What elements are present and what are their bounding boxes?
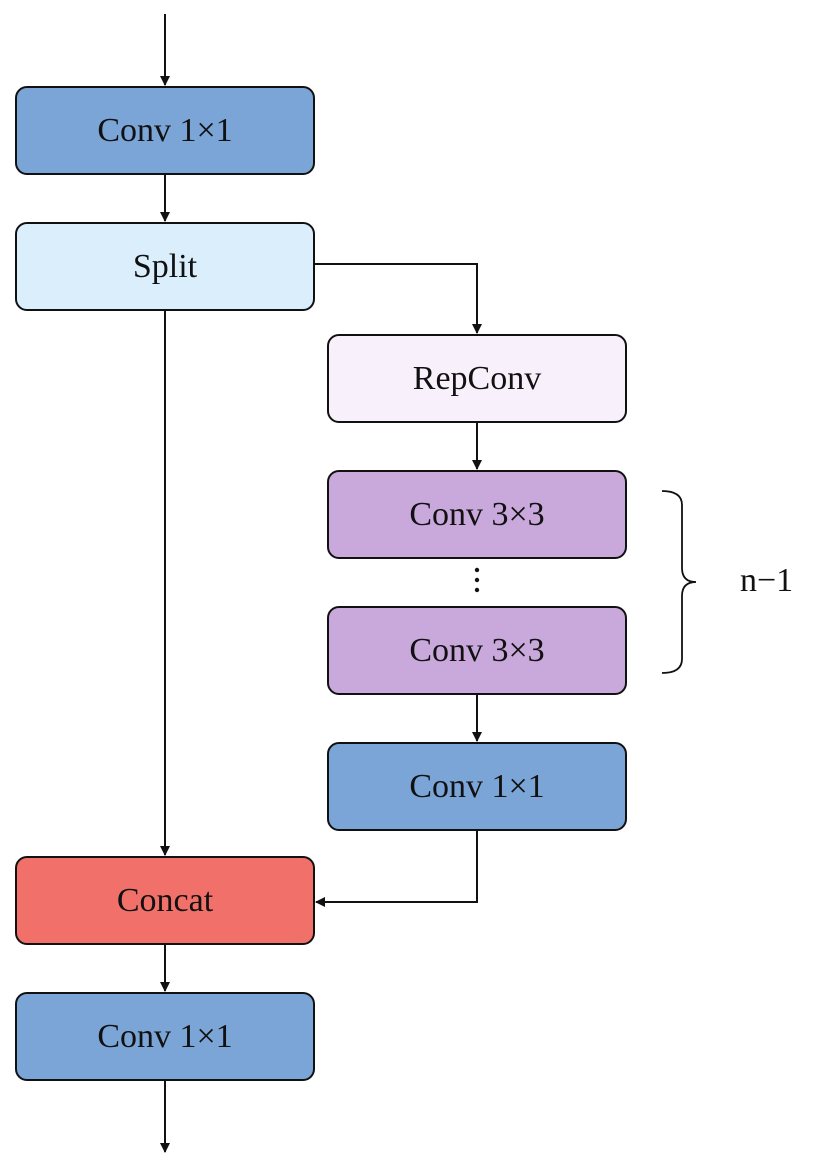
conv3x3-block-first: Conv 3×3 (327, 470, 627, 559)
ellipsis-dots (474, 567, 480, 593)
conv1x1-input-block: Conv 1×1 (15, 86, 315, 175)
conv1x1-branch-block: Conv 1×1 (327, 742, 627, 831)
repeat-brace (661, 490, 697, 674)
repconv-block: RepConv (327, 334, 627, 423)
repeat-count-label: n−1 (740, 562, 794, 599)
concat-block: Concat (15, 856, 315, 945)
split-block: Split (15, 222, 315, 311)
conv1x1-output-block: Conv 1×1 (15, 992, 315, 1081)
arrow-conv1-to-concat (315, 831, 478, 907)
conv3x3-block-last: Conv 3×3 (327, 606, 627, 695)
arrow-split-to-repconv (315, 263, 482, 334)
